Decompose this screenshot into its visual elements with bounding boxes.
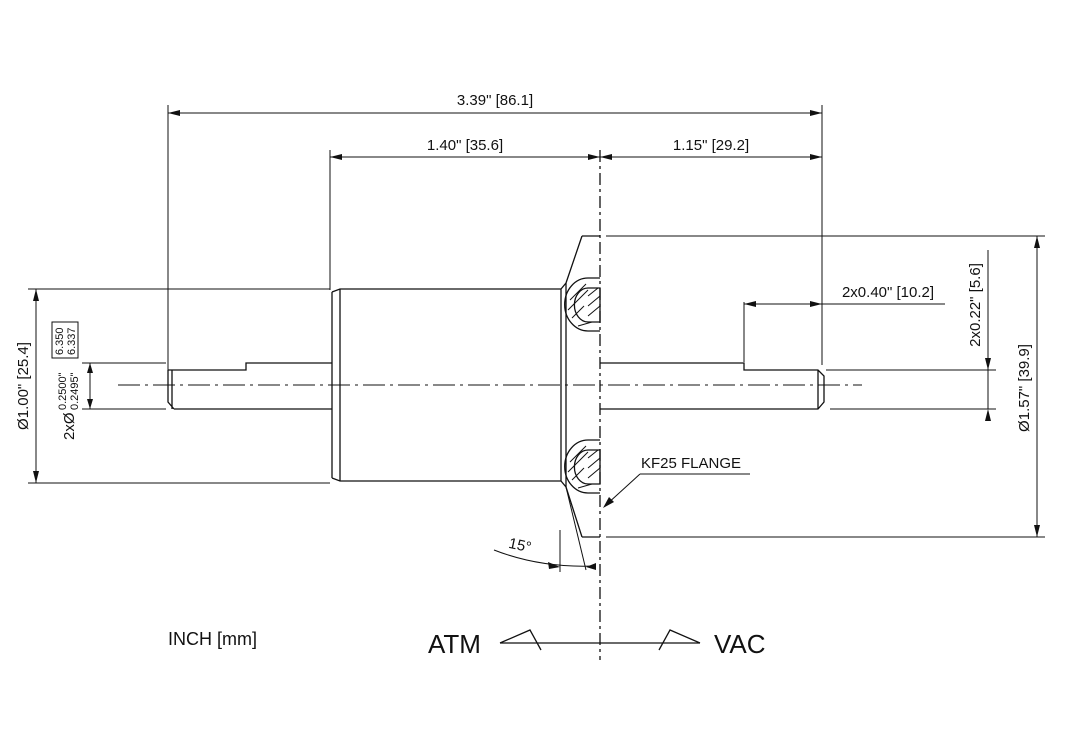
atm-label: ATM <box>428 629 481 659</box>
shaft-mm-lower: 6.337 <box>66 327 78 355</box>
vac-length-label: 1.15" [29.2] <box>673 137 749 154</box>
flat-depth-label: 2x0.22" [5.6] <box>967 263 984 347</box>
dimension-lines <box>28 105 1045 572</box>
atm-length-label: 1.40" [35.6] <box>427 137 503 154</box>
units-label: INCH [mm] <box>168 629 257 649</box>
flange-taper <box>560 235 583 538</box>
oring-groove-top <box>564 277 601 332</box>
main-body <box>331 288 561 482</box>
flange-diameter-label: Ø1.57" [39.9] <box>1016 344 1033 432</box>
oring-groove-bottom <box>564 439 601 494</box>
pressure-symbols <box>499 629 701 651</box>
shaft-diameter-prefix: 2xØ <box>61 412 78 440</box>
vac-label: VAC <box>714 629 766 659</box>
shaft-mm-upper: 6.350 <box>54 327 66 355</box>
right-shaft <box>600 362 825 410</box>
shaft-diameter-tolerance: 2xØ 0.2500" 0.2495" 6.350 6.337 <box>51 321 81 440</box>
shaft-tol-upper: 0.2500" <box>57 372 69 410</box>
body-diameter-label: Ø1.00" [25.4] <box>15 342 32 430</box>
flat-length-label: 2x0.40" [10.2] <box>842 284 934 301</box>
flange-label: KF25 FLANGE <box>641 455 741 472</box>
part-outline <box>118 150 862 660</box>
shaft-tol-lower: 0.2495" <box>69 372 81 410</box>
flange-plate <box>565 235 600 538</box>
overall-length-label: 3.39" [86.1] <box>457 92 533 109</box>
angle-label: 15° <box>507 535 533 556</box>
left-shaft <box>167 362 332 410</box>
